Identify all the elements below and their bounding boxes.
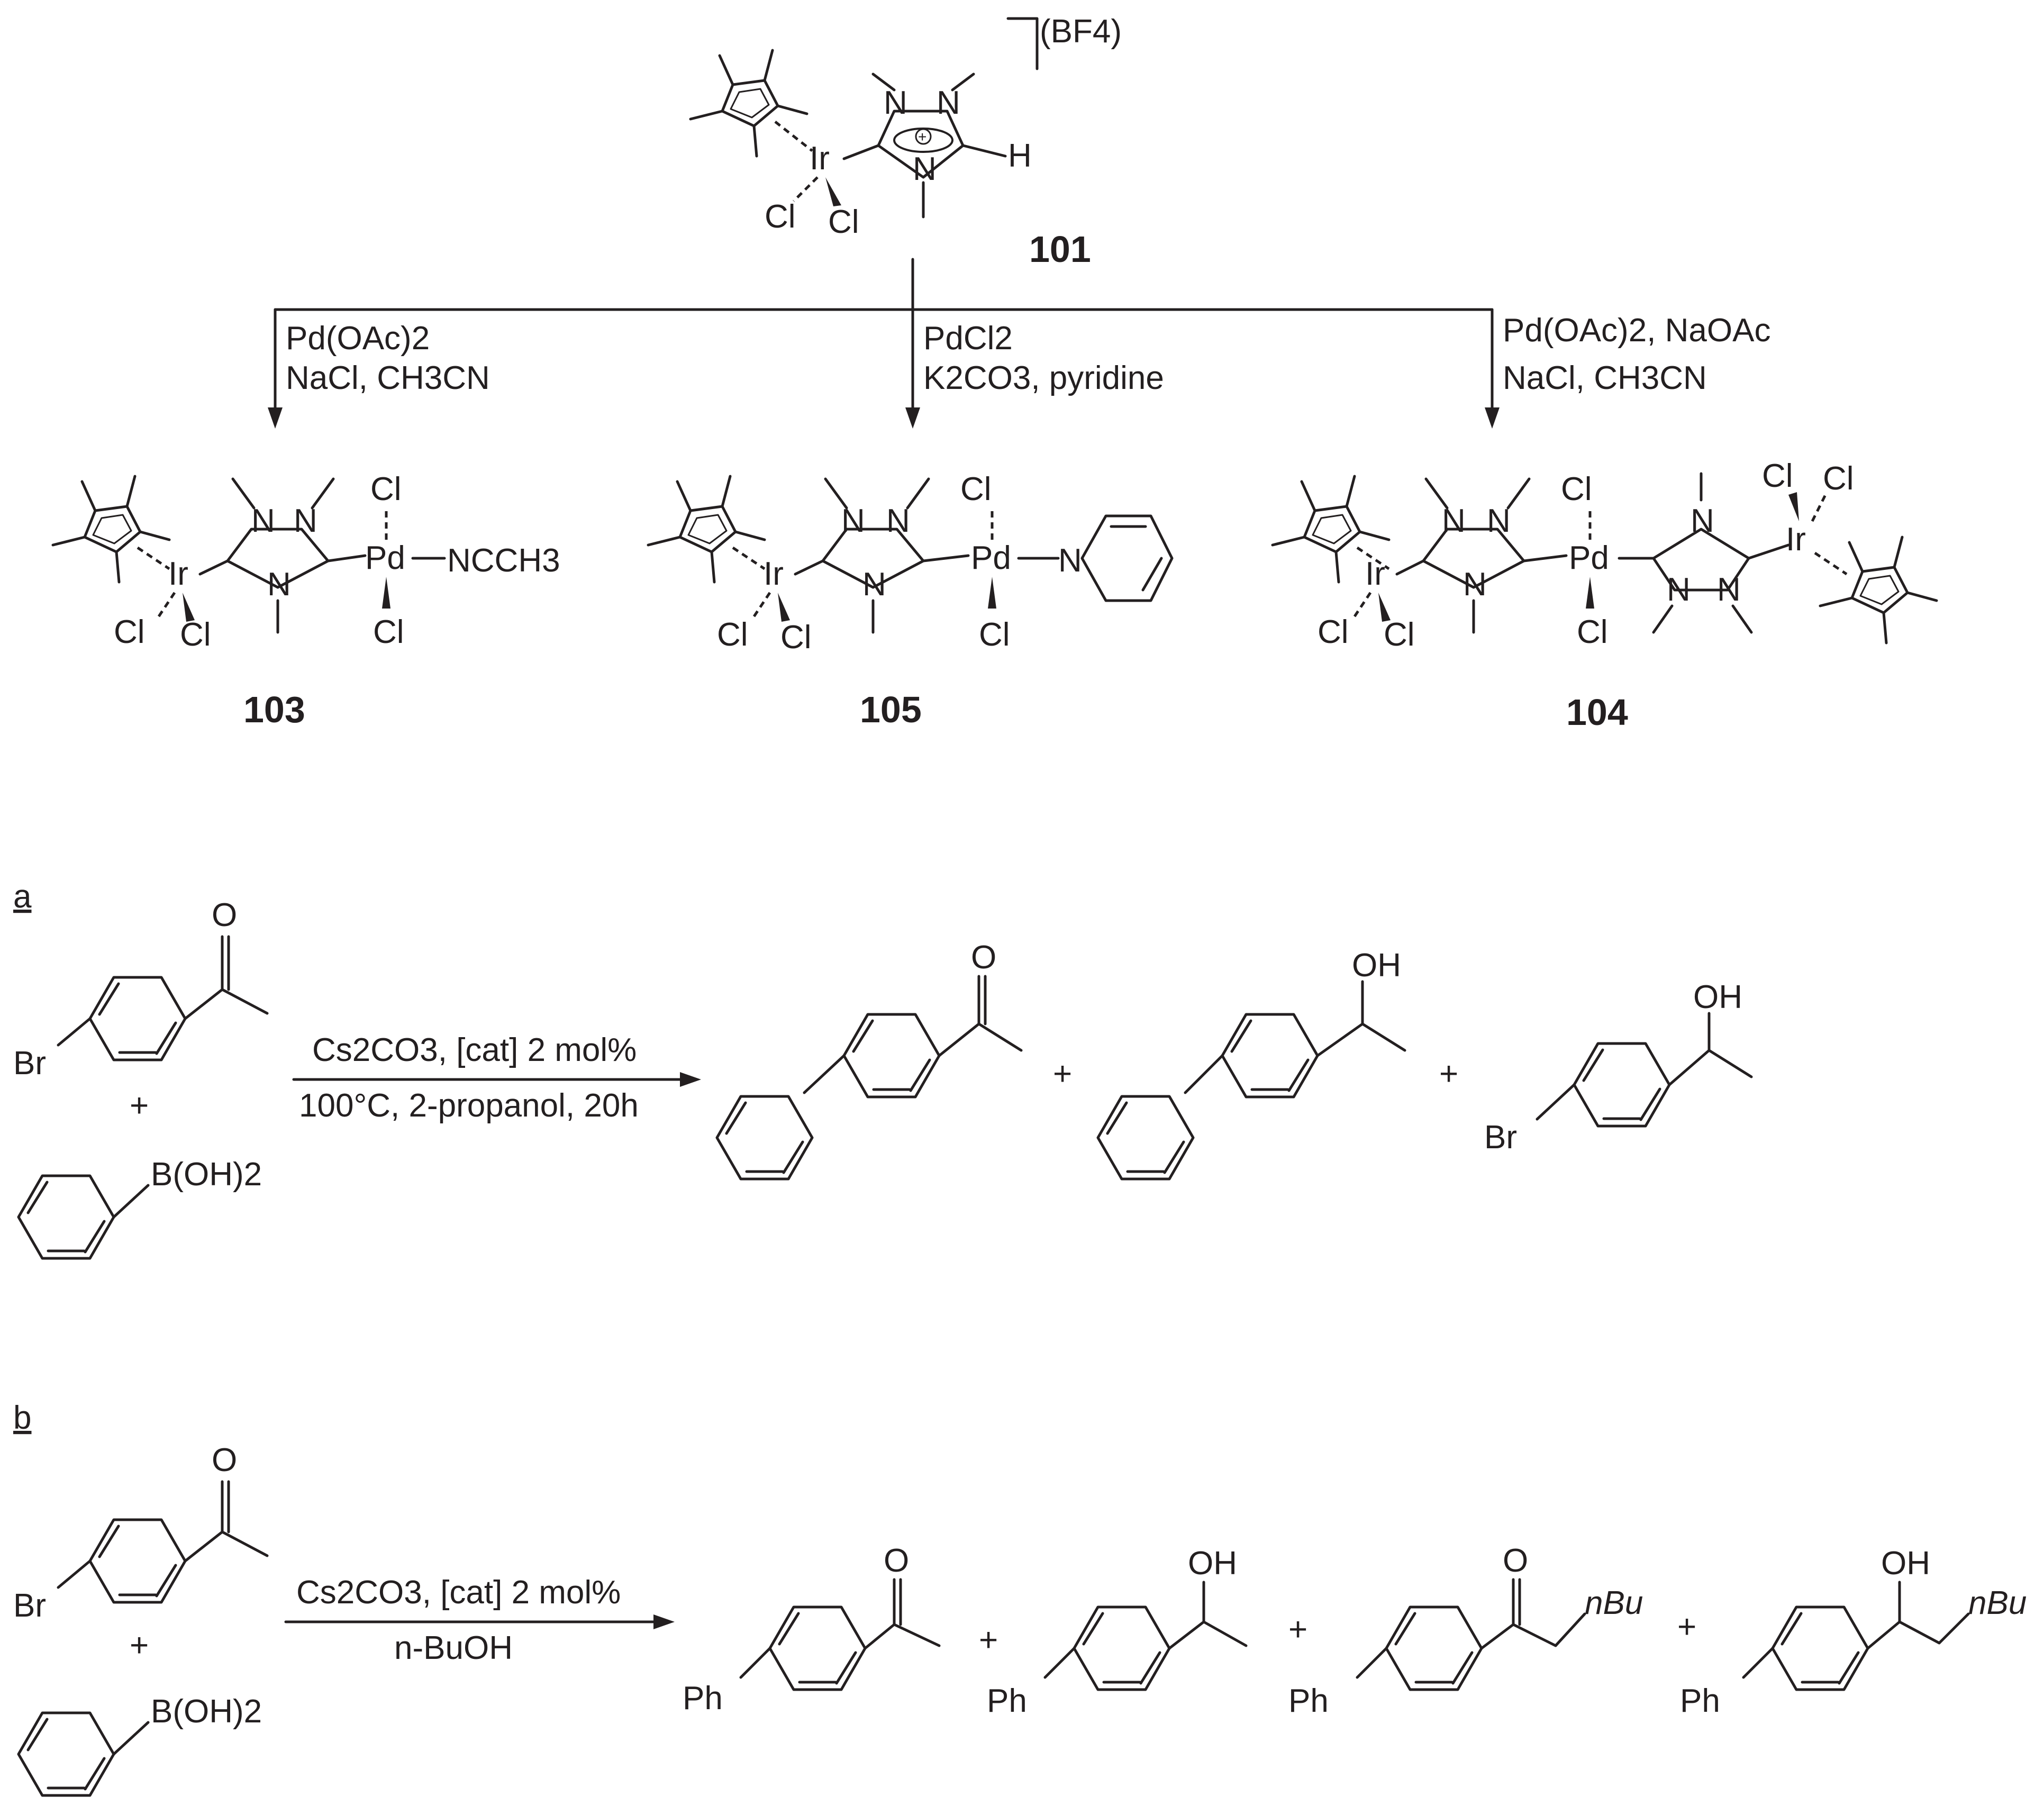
h-label-101: H: [1008, 138, 1032, 174]
ph-label-b2: Ph: [683, 1680, 723, 1717]
cl-label-104e: Cl: [1762, 458, 1793, 494]
ir-label-103: Ir: [168, 556, 188, 592]
cl-label-101b: Cl: [828, 204, 859, 240]
conditions-right-1: Pd(OAc)2, NaOAc: [1503, 312, 1770, 349]
n2-label-104a: N: [1487, 503, 1511, 539]
plus-b0: +: [130, 1627, 149, 1664]
compound-104: Ir Cl Cl N N N Pd Cl Cl N N N Ir Cl Cl: [1273, 458, 1937, 733]
nbu-label-b4: nBu: [1585, 1585, 1643, 1621]
cl-label-103d: Cl: [373, 614, 404, 650]
ph-label-b3: Ph: [987, 1683, 1027, 1719]
n1-label-104a: N: [1442, 503, 1466, 539]
o-label-b2: O: [884, 1542, 909, 1579]
conditions-middle-2: K2CO3, pyridine: [923, 360, 1164, 396]
cl-label-103a: Cl: [114, 614, 145, 650]
cl-label-104d: Cl: [1577, 614, 1608, 650]
cl-label-105c: Cl: [960, 471, 992, 507]
cl-label-105d: Cl: [979, 616, 1010, 653]
counterion-label: (BF4): [1040, 13, 1122, 50]
ir-label-101: Ir: [810, 140, 830, 177]
cl-label-105a: Cl: [717, 616, 748, 653]
reaction-a-label: a: [13, 878, 32, 915]
cl-label-104c: Cl: [1561, 471, 1592, 507]
br-label-b1: Br: [13, 1587, 46, 1624]
reaction-a: O Br + B(OH)2 Cs2CO3, [cat] 2 mol% 100°C…: [13, 897, 1753, 1258]
o-label-b4: O: [1503, 1542, 1528, 1579]
n2-label-105: N: [886, 503, 910, 539]
cl-label-103b: Cl: [180, 616, 211, 653]
plus-a2: +: [1439, 1056, 1458, 1092]
n4-label-101: N: [913, 151, 937, 187]
conditions-right-2: NaCl, CH3CN: [1503, 360, 1707, 396]
compound-103: Ir Cl Cl N N N Pd Cl Cl NCCH3 103: [53, 471, 560, 730]
compound-number-104: 104: [1566, 692, 1628, 733]
ir-label-104b: Ir: [1786, 521, 1806, 558]
oh-label-a3: OH: [1693, 979, 1742, 1015]
n4-label-103: N: [267, 566, 291, 603]
conditions-left-1: Pd(OAc)2: [286, 320, 430, 357]
compound-101: Ir Cl Cl + N N N H (BF4) 101: [691, 13, 1122, 270]
n2-label-101: N: [937, 85, 960, 121]
svg-text:+: +: [918, 129, 926, 145]
reaction-b-solvent: n-BuOH: [394, 1630, 513, 1666]
pd-label-104: Pd: [1569, 540, 1609, 576]
n4-label-104b: N: [1691, 503, 1714, 539]
conditions-middle-1: PdCl2: [923, 320, 1013, 357]
ph-label-b4: Ph: [1288, 1683, 1329, 1719]
cl-label-105b: Cl: [780, 619, 812, 656]
plus-a0: +: [130, 1087, 149, 1124]
plus-b1: +: [979, 1622, 998, 1658]
oh-label-a2: OH: [1352, 947, 1401, 984]
br-label-a1: Br: [13, 1045, 46, 1082]
o-label-b1: O: [212, 1442, 237, 1478]
reaction-b-label: b: [13, 1400, 31, 1436]
reaction-a-reagents: Cs2CO3, [cat] 2 mol%: [312, 1032, 637, 1068]
o-label-a2: O: [971, 939, 996, 976]
conditions-left-2: NaCl, CH3CN: [286, 360, 490, 396]
ph-label-b5: Ph: [1680, 1683, 1720, 1719]
ncch3-label: NCCH3: [447, 542, 560, 579]
plus-b3: +: [1677, 1609, 1696, 1645]
plus-b2: +: [1288, 1611, 1307, 1648]
n1-label-101: N: [884, 85, 907, 121]
n4-label-105: N: [862, 566, 886, 603]
n1-label-104b: N: [1667, 571, 1691, 608]
ir-label-105: Ir: [764, 556, 784, 592]
nbu-label-b5: nBu: [1968, 1585, 2027, 1621]
reaction-b: O Br + B(OH)2 Cs2CO3, [cat] 2 mol% n-BuO…: [13, 1442, 2027, 1795]
n4-label-104a: N: [1463, 566, 1487, 603]
compound-number-103: 103: [243, 689, 305, 730]
pd-label-105: Pd: [971, 540, 1011, 576]
cl-label-103c: Cl: [370, 471, 402, 507]
reaction-b-reagents: Cs2CO3, [cat] 2 mol%: [296, 1574, 621, 1611]
oh-label-b3: OH: [1188, 1545, 1237, 1582]
n2-label-104b: N: [1717, 571, 1741, 608]
cl-label-104f: Cl: [1823, 460, 1854, 497]
n1-label-105: N: [841, 503, 865, 539]
boh2-label-a: B(OH)2: [151, 1156, 262, 1193]
o-label-a1: O: [212, 897, 237, 933]
compound-105: Ir Cl Cl N N N Pd Cl Cl N 105: [648, 471, 1174, 730]
plus-a1: +: [1053, 1056, 1072, 1092]
oh-label-b5: OH: [1881, 1545, 1930, 1582]
pd-label-103: Pd: [365, 540, 405, 576]
compound-number-101: 101: [1029, 229, 1091, 270]
compound-number-105: 105: [860, 689, 922, 730]
boh2-label-b: B(OH)2: [151, 1693, 262, 1730]
reaction-a-conditions: 100°C, 2-propanol, 20h: [299, 1087, 639, 1124]
n1-label-103: N: [251, 503, 275, 539]
cl-label-104a: Cl: [1318, 614, 1349, 650]
cl-label-101a: Cl: [765, 198, 796, 235]
ir-label-104a: Ir: [1365, 556, 1385, 592]
br-label-a3: Br: [1484, 1119, 1517, 1156]
pyridine-n-label: N: [1058, 542, 1082, 579]
n2-label-103: N: [294, 503, 317, 539]
cl-label-104b: Cl: [1384, 616, 1415, 653]
branch-arrows: [268, 258, 1500, 429]
